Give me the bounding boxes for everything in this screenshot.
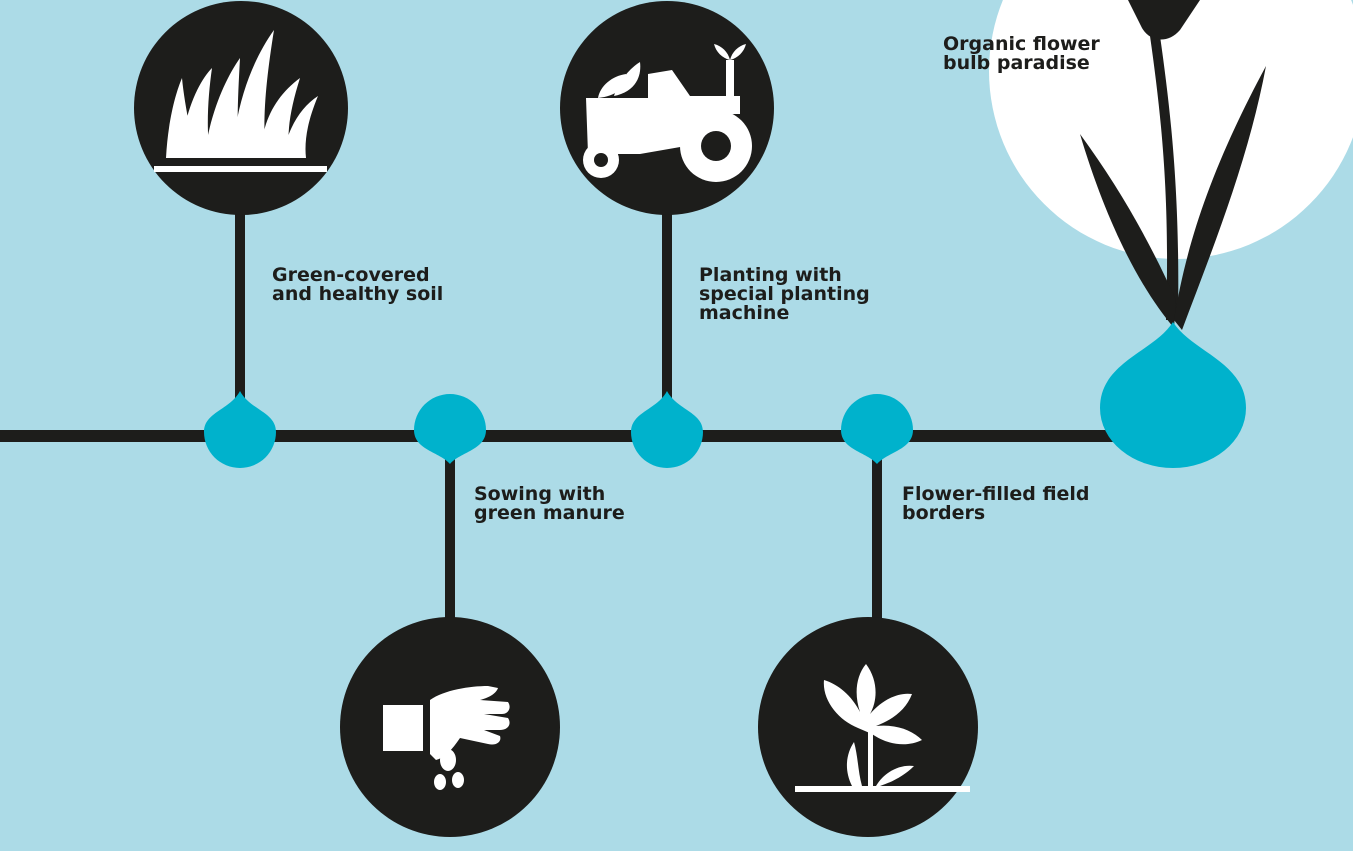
node-borders [841,394,913,464]
tractor-icon [583,44,752,182]
tulip-bulb [1100,322,1246,468]
step-label-sowing: Sowing with green manure [474,483,625,524]
step-label-planting: Planting with special planting machine [699,264,870,324]
timeline-nodes [204,391,913,468]
flower-icon [795,664,970,792]
step-label-borders: Flower-filled field borders [902,483,1090,524]
node-soil [204,391,276,468]
grass-icon [154,30,327,172]
step-label-paradise: Organic flower bulb paradise [943,33,1100,74]
node-sowing [414,394,486,464]
tulip-bulb-icon [1080,0,1266,468]
sowing-hand-icon [383,686,510,790]
node-planting [631,391,703,468]
step-label-soil: Green-covered and healthy soil [272,264,444,305]
